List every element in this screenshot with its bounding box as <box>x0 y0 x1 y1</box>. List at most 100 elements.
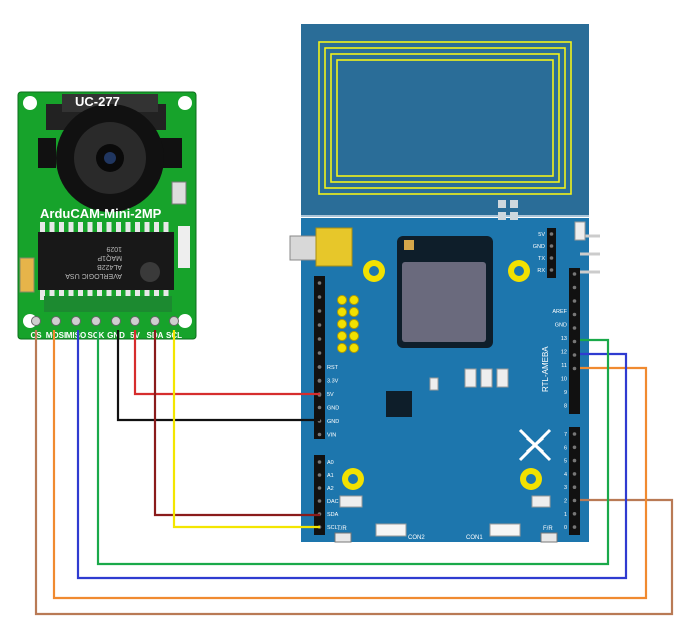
uart-pin-label: GND <box>533 244 545 250</box>
header-pin <box>572 353 577 357</box>
wire-miso-blue <box>76 330 628 580</box>
camera-pin-pad <box>150 316 160 326</box>
header-pin <box>572 312 577 317</box>
chip-pin <box>68 288 74 300</box>
chip-pin <box>154 222 159 234</box>
chip-pin <box>163 288 169 300</box>
header-pin <box>317 365 322 369</box>
camera-pin-pad <box>51 316 61 326</box>
chip-pin <box>135 222 140 234</box>
header-pin <box>317 295 322 299</box>
left-analog-header <box>314 455 325 535</box>
wire-sda-darkred <box>153 330 320 517</box>
header-pin <box>549 232 554 236</box>
right-upper-pin-label: AREF <box>552 309 567 315</box>
chip-pin <box>78 222 83 234</box>
right-lower-pin-label: 2 <box>564 499 567 505</box>
header-pin <box>317 499 322 503</box>
header-pin <box>572 285 577 290</box>
uart-pin-label: RX <box>537 268 545 274</box>
right-lower-pin-label: 6 <box>564 445 567 451</box>
camera-name-label: ArduCAM-Mini-2MP <box>40 206 162 221</box>
header-pin <box>317 432 322 437</box>
chip-pin <box>97 222 102 234</box>
con1-header <box>489 523 521 537</box>
right-upper-pin-label: 13 <box>561 336 567 342</box>
header-pin <box>572 472 577 476</box>
uart-pin-label: TX <box>538 256 545 262</box>
right-lower-pin-label: 1 <box>564 512 567 518</box>
chip-pin <box>125 288 131 300</box>
header-pin <box>317 378 322 383</box>
right-upper-pin-label: 10 <box>561 377 567 383</box>
right-lower-pin-label: 5 <box>564 459 567 465</box>
header-pin <box>549 256 554 260</box>
chip-pin <box>135 288 140 300</box>
chip-pin <box>68 222 74 234</box>
header-pin <box>572 339 577 344</box>
header-pin <box>572 299 577 303</box>
wire-sck-green <box>96 330 610 566</box>
camera-pin-pad <box>31 316 41 326</box>
camera-pin-label: GND <box>107 331 125 340</box>
chip-pin <box>116 288 121 300</box>
header-pin-dots <box>317 232 577 529</box>
realtek-logo-icon <box>518 428 552 462</box>
left-power-pin-label: RST <box>327 365 339 371</box>
header-pin <box>317 281 322 285</box>
model-label: UC-277 <box>75 94 120 109</box>
wires <box>34 330 674 616</box>
left-power-header <box>314 359 325 439</box>
header-pin <box>317 486 322 490</box>
right-upper-pin-label: 12 <box>561 350 567 356</box>
chip-pin <box>49 288 55 300</box>
camera-pin-pad <box>91 316 101 326</box>
chip-text-line: AL422B <box>97 263 122 270</box>
chip-pin <box>78 288 83 300</box>
nfc-antenna-coil <box>318 41 572 195</box>
header-pin <box>317 473 322 477</box>
chip-pin <box>144 288 150 300</box>
chip-pins-bottom <box>40 288 169 300</box>
header-pin <box>572 432 577 436</box>
left-power-pin-label: 5V <box>327 392 334 398</box>
mounting-holes <box>342 260 542 490</box>
uart-header <box>547 228 556 278</box>
icsp-pads <box>337 295 359 353</box>
chip-pin <box>163 222 169 234</box>
fr-button <box>540 532 558 543</box>
left-power-pin-label: GND <box>327 419 339 425</box>
chip-pin <box>97 288 102 300</box>
wire-gnd-black <box>116 330 320 422</box>
board-name-label: RTL-AMEBA <box>541 346 550 392</box>
left-analog-pin-label: SDA <box>327 512 339 518</box>
left-analog-pin-label: SCL <box>327 525 338 531</box>
fr-button-label: F/R <box>543 526 553 532</box>
camera-pin-label: MOSI <box>46 331 66 340</box>
camera-pin-pad <box>169 316 179 326</box>
header-pin <box>317 405 322 410</box>
con1-label: CON1 <box>466 535 483 541</box>
arducam-module: UC-277 ArduCAM-Mini-2MP AVERLOGIC USA AL4… <box>17 91 197 340</box>
header-pin <box>549 268 554 272</box>
header-pin <box>572 366 577 371</box>
tr-button-label: T/R <box>337 526 347 532</box>
camera-pin-pads <box>31 316 179 326</box>
nfc-antenna-panel <box>301 24 589 216</box>
chip-pins-top <box>40 222 169 234</box>
left-analog-pin-label: A2 <box>327 486 334 492</box>
tr-button <box>334 532 352 543</box>
left-power-pin-label: 3.3V <box>327 379 339 385</box>
camera-pin-pad <box>130 316 140 326</box>
camera-pin-label: MISO <box>66 331 86 340</box>
header-pin <box>317 323 322 327</box>
header-pin <box>317 351 322 355</box>
chip-text-line: AVERLOGIC USA <box>65 272 122 279</box>
right-lower-header <box>569 427 580 535</box>
wire-cs-brown <box>34 330 674 616</box>
